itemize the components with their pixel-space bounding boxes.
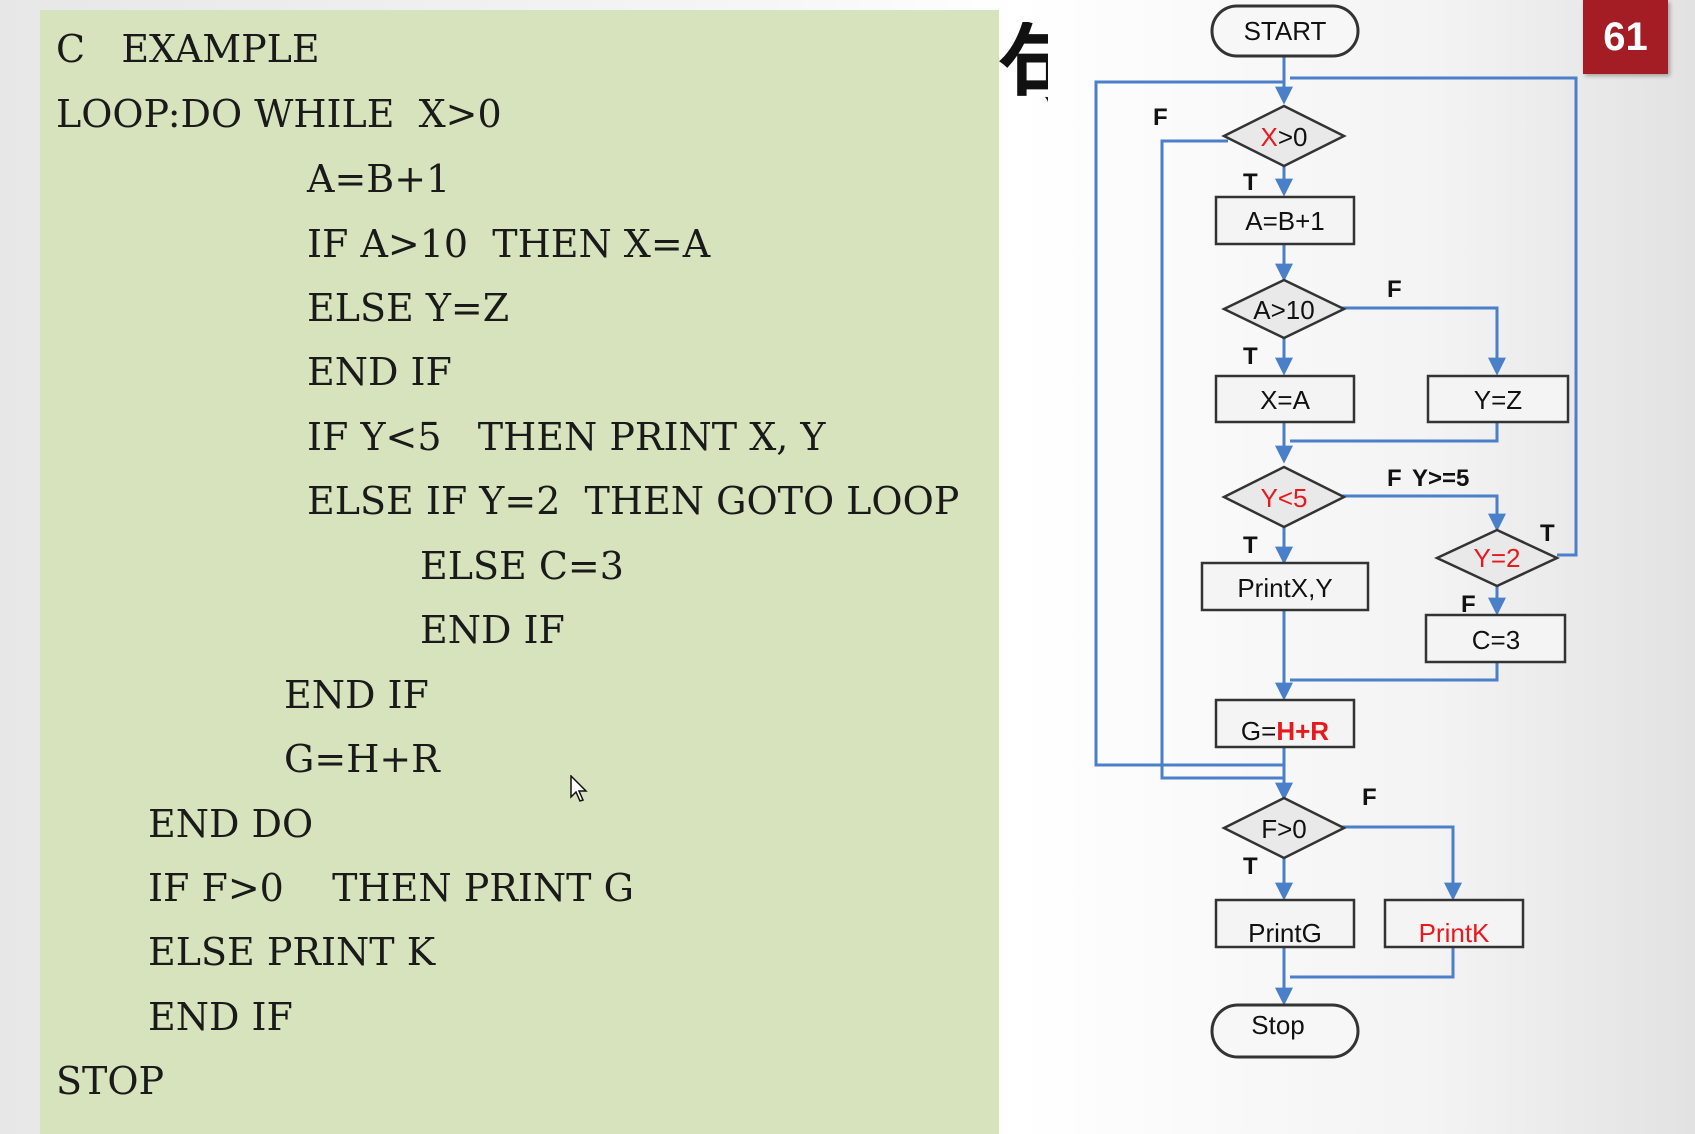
box-y-eq-z: Y=Z xyxy=(1426,374,1570,424)
start-terminal: START xyxy=(1210,4,1360,58)
decision-f-gt-0: F>0 xyxy=(1221,796,1347,860)
svg-text:C=3: C=3 xyxy=(1472,625,1520,655)
box-a-eq-b-plus-1: A=B+1 xyxy=(1214,195,1356,246)
svg-text:T: T xyxy=(1243,532,1258,559)
svg-text:PrintX,Y: PrintX,Y xyxy=(1237,573,1332,603)
code-line-11: END IF xyxy=(284,673,429,717)
decision-x-gt-0: X>0 xyxy=(1221,104,1347,168)
svg-text:A>10: A>10 xyxy=(1253,295,1314,325)
svg-text:F>0: F>0 xyxy=(1261,814,1307,844)
code-line-2: LOOP:DO WHILE X>0 xyxy=(56,92,502,136)
svg-text:G=H+R: G=H+R xyxy=(1241,716,1329,746)
svg-text:T: T xyxy=(1243,343,1258,370)
code-line-6: END IF xyxy=(307,350,452,394)
svg-text:F: F xyxy=(1362,784,1377,811)
code-line-15: ELSE PRINT K xyxy=(148,930,436,974)
code-line-4: IF A>10 THEN X=A xyxy=(307,222,711,266)
svg-text:T: T xyxy=(1540,520,1555,547)
svg-text:A=B+1: A=B+1 xyxy=(1245,206,1325,236)
code-line-17: STOP xyxy=(56,1059,165,1103)
code-line-1: C EXAMPLE xyxy=(56,27,320,71)
svg-text:PrintG: PrintG xyxy=(1248,918,1322,948)
code-line-10: END IF xyxy=(420,608,565,652)
code-line-5: ELSE Y=Z xyxy=(307,286,510,330)
branch-labels: F T F T F Y>=5 T T F F T xyxy=(1153,104,1555,880)
svg-text:START: START xyxy=(1244,16,1327,46)
page-number-badge: 61 xyxy=(1583,0,1668,74)
box-print-k: PrintK xyxy=(1383,898,1525,949)
svg-text:X=A: X=A xyxy=(1260,385,1311,415)
svg-text:Stop: Stop xyxy=(1251,1010,1305,1040)
decision-y-lt-5: Y<5 xyxy=(1221,465,1347,529)
code-panel xyxy=(40,10,999,1134)
box-print-x-y: PrintX,Y xyxy=(1200,561,1370,612)
code-line-9: ELSE C=3 xyxy=(420,544,624,588)
code-line-13: END DO xyxy=(148,802,314,846)
stop-terminal: Stop xyxy=(1210,1003,1360,1059)
box-g-eq-h-plus-r: G=H+R xyxy=(1214,698,1356,749)
code-line-7: IF Y<5 THEN PRINT X, Y xyxy=(307,415,826,459)
svg-text:Y=Z: Y=Z xyxy=(1474,385,1523,415)
code-line-12: G=H+R xyxy=(284,737,440,781)
svg-text:F: F xyxy=(1153,104,1168,131)
flow-connectors xyxy=(1094,57,1578,1006)
code-line-3: A=B+1 xyxy=(307,157,451,201)
svg-text:F: F xyxy=(1387,465,1402,492)
title-fragment: 句 xyxy=(998,22,1048,120)
svg-text:Y<5: Y<5 xyxy=(1261,483,1308,513)
code-line-14: IF F>0 THEN PRINT G xyxy=(148,866,634,910)
svg-text:PrintK: PrintK xyxy=(1419,918,1490,948)
svg-text:T: T xyxy=(1243,853,1258,880)
mouse-cursor-icon xyxy=(570,775,588,802)
svg-text:Y=2: Y=2 xyxy=(1474,543,1521,573)
box-x-eq-a: X=A xyxy=(1214,374,1356,424)
svg-text:F: F xyxy=(1387,276,1402,303)
svg-text:T: T xyxy=(1243,169,1258,196)
box-c-eq-3: C=3 xyxy=(1424,613,1567,664)
svg-text:Y>=5: Y>=5 xyxy=(1412,465,1469,492)
box-print-g: PrintG xyxy=(1214,898,1356,949)
svg-text:X>0: X>0 xyxy=(1261,122,1308,152)
code-line-16: END IF xyxy=(148,995,293,1039)
svg-text:F: F xyxy=(1461,591,1476,618)
decision-y-eq-2: Y=2 xyxy=(1434,528,1560,588)
decision-a-gt-10: A>10 xyxy=(1221,278,1347,340)
code-line-8: ELSE IF Y=2 THEN GOTO LOOP xyxy=(307,479,960,523)
